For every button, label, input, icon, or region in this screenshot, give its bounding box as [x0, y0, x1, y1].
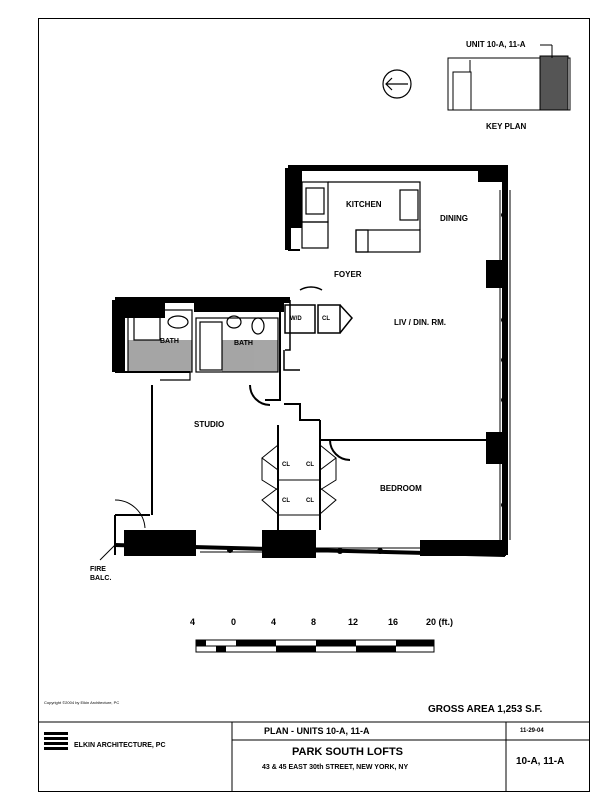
room-label-bath-2: BATH: [234, 340, 253, 347]
foyer-walls: [283, 286, 353, 371]
room-label-bedroom: BEDROOM: [380, 484, 422, 493]
fire-balcony-door: [99, 499, 146, 561]
room-label-bath-1: BATH: [160, 338, 179, 345]
project-address: 43 & 45 EAST 30th STREET, NEW YORK, NY: [262, 764, 409, 771]
firm-logo-icon: [44, 732, 68, 750]
room-label-dining: DINING: [440, 214, 468, 223]
scale-bar-fills: [196, 640, 434, 652]
copyright: Copyright ©2004 by Elkin Architecture, P…: [44, 700, 120, 705]
scale-tick-5: 16: [388, 617, 399, 627]
gross-area: GROSS AREA 1,253 S.F.: [428, 704, 543, 715]
bathroom-fixtures: [127, 309, 279, 381]
firm-name: ELKIN ARCHITECTURE, PC: [74, 742, 166, 749]
key-plan: [447, 44, 571, 111]
windows: [200, 190, 511, 553]
key-plan-title: KEY PLAN: [486, 122, 527, 131]
room-label-closet-2: CL: [306, 462, 314, 468]
north-arrow-icon: [382, 69, 412, 99]
room-label-liv-din-rm: LIV / DIN. RM.: [394, 318, 446, 327]
room-label-wd: W/D: [290, 316, 302, 322]
room-label-closet-3: CL: [282, 498, 290, 504]
room-label-studio: STUDIO: [194, 420, 225, 429]
drawing-sheet: [38, 18, 590, 792]
room-label-closet-4: CL: [306, 498, 314, 504]
scale-tick-0: 4: [190, 617, 196, 627]
unit-numbers: 10-A, 11-A: [516, 756, 565, 767]
scale-tick-2: 4: [271, 617, 277, 627]
room-label-balc: BALC.: [90, 575, 112, 582]
scale-tick-3: 8: [311, 617, 317, 627]
scale-tick-6: 20 (ft.): [426, 617, 453, 627]
room-label-fire: FIRE: [90, 566, 106, 573]
room-label-foyer: FOYER: [334, 270, 362, 279]
room-label-closet-1: CL: [282, 462, 290, 468]
plan-title: PLAN - UNITS 10-A, 11-A: [264, 726, 370, 736]
scale-tick-1: 0: [231, 617, 237, 627]
key-plan-unit-label: UNIT 10-A, 11-A: [466, 40, 526, 49]
project-name: PARK SOUTH LOFTS: [292, 746, 404, 758]
scale-tick-4: 12: [348, 617, 359, 627]
tile-hatch: [128, 340, 278, 372]
title-block-frame: [38, 721, 590, 792]
room-label-kitchen: KITCHEN: [346, 200, 382, 209]
plan-date: 11-29-04: [520, 728, 544, 734]
kitchen-fixtures: [301, 181, 421, 253]
closet-doors: [261, 443, 337, 516]
room-label-closet-foyer: CL: [322, 316, 330, 322]
